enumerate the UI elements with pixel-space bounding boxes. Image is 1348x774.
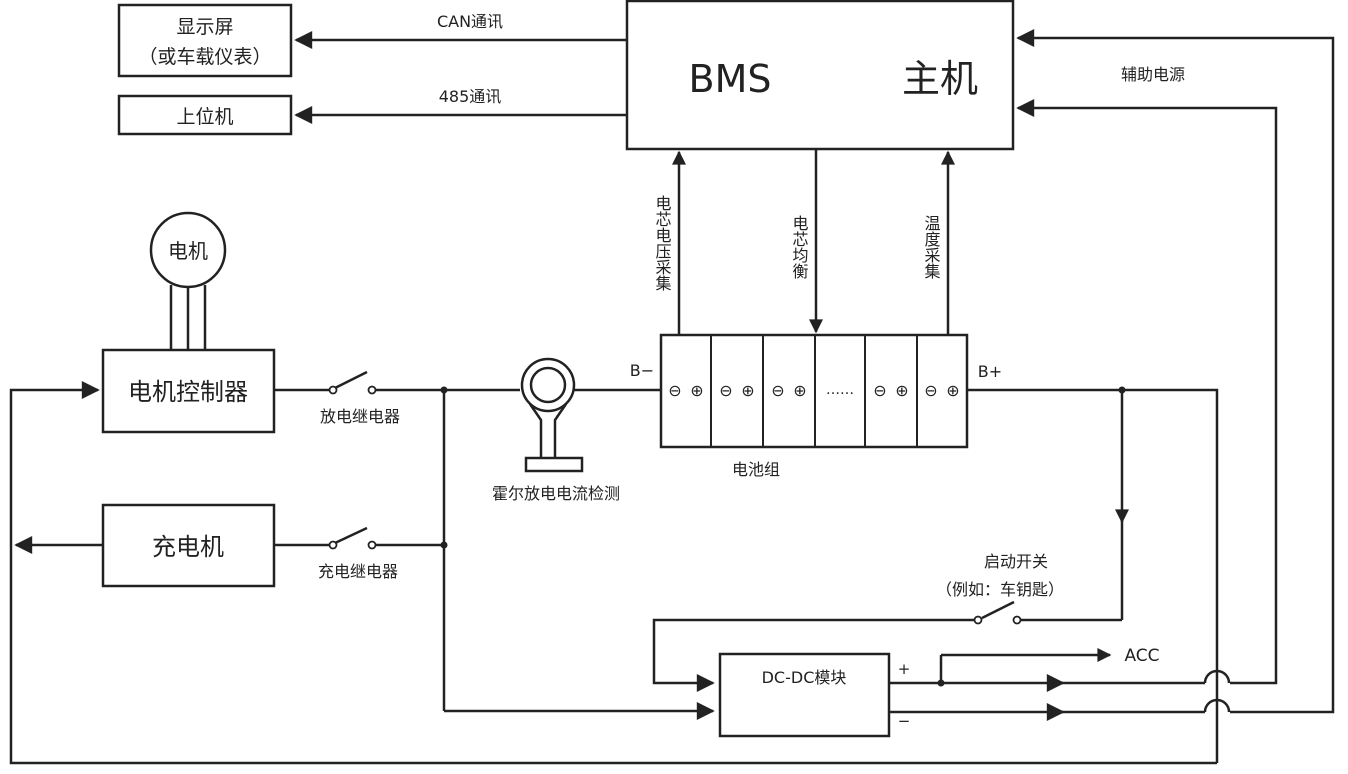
- cell1-pos: ⊕: [690, 381, 703, 400]
- cell5-neg: ⊖: [924, 381, 937, 400]
- acc-label: ACC: [1124, 646, 1159, 666]
- start-switch-label: 启动开关: [984, 552, 1048, 571]
- charger-label: 充电机: [152, 533, 224, 561]
- bms-host-label: 主机: [902, 57, 978, 101]
- aux-power-line-inner: [1016, 99, 1278, 685]
- display-sublabel: （或车载仪表）: [138, 46, 271, 68]
- battery-pack-label: 电池组: [732, 460, 780, 479]
- aux-power-label: 辅助电源: [1121, 65, 1185, 84]
- hall-sensor-label: 霍尔放电电流检测: [492, 484, 620, 503]
- discharge-relay-switch: [334, 370, 368, 390]
- cell-ellipsis: ……: [826, 382, 854, 398]
- motor: 电机: [149, 211, 227, 289]
- display-box: 显示屏 （或车载仪表）: [117, 3, 293, 78]
- motor-label: 电机: [168, 239, 208, 263]
- cell3-neg: ⊖: [771, 381, 784, 400]
- b-minus-label: B−: [630, 361, 654, 380]
- cell-balance-label: 电芯均衡: [790, 215, 809, 279]
- cell2-neg: ⊖: [719, 381, 732, 400]
- switch-to-dcdc-arrow: [652, 618, 974, 692]
- bms-box: BMS 主机: [625, 0, 1015, 151]
- motor-controller-label: 电机控制器: [128, 378, 248, 406]
- crossover-hop-lower: [1203, 698, 1231, 713]
- can-comm-label: CAN通讯: [437, 12, 503, 31]
- bms-label: BMS: [689, 57, 772, 101]
- start-switch: [981, 600, 1015, 620]
- cell2-pos: ⊕: [741, 381, 754, 400]
- return-loop-to-controller: [9, 381, 1217, 765]
- rs485-comm-label: 485通讯: [439, 87, 502, 106]
- charge-relay-switch: [334, 526, 368, 545]
- host-pc-box: 上位机: [117, 94, 293, 136]
- host-pc-label: 上位机: [176, 106, 233, 128]
- aux-power-line-outer: [1016, 29, 1335, 714]
- charge-relay-label: 充电继电器: [318, 562, 398, 581]
- motor-controller-box: 电机控制器: [101, 348, 276, 434]
- b-plus-line: [967, 388, 1219, 763]
- cell4-pos: ⊕: [895, 381, 908, 400]
- display-label: 显示屏: [176, 16, 233, 38]
- start-switch-sublabel: （例如：车钥匙）: [936, 580, 1064, 599]
- battery-pack: ⊖ ⊕ ⊖ ⊕ ⊖ ⊕ …… ⊖ ⊕ ⊖ ⊕: [659, 333, 969, 449]
- cell4-neg: ⊖: [873, 381, 886, 400]
- b-plus-label: B+: [978, 362, 1002, 381]
- cell-voltage-label: 电芯电压采集: [653, 195, 672, 291]
- temp-collect-label: 温度采集: [922, 215, 941, 279]
- dcdc-box: DC-DC模块: [718, 652, 891, 738]
- discharge-relay-label: 放电继电器: [320, 407, 400, 426]
- crossover-hop-upper: [1203, 669, 1231, 684]
- dcdc-plus-sign: +: [898, 660, 911, 678]
- charger-box: 充电机: [101, 503, 276, 588]
- hall-sensor: [520, 357, 584, 473]
- dcdc-label: DC-DC模块: [762, 668, 847, 687]
- cell3-pos: ⊕: [793, 381, 806, 400]
- cell5-pos: ⊕: [946, 381, 959, 400]
- cell1-neg: ⊖: [668, 381, 681, 400]
- dcdc-minus-sign: −: [898, 712, 911, 730]
